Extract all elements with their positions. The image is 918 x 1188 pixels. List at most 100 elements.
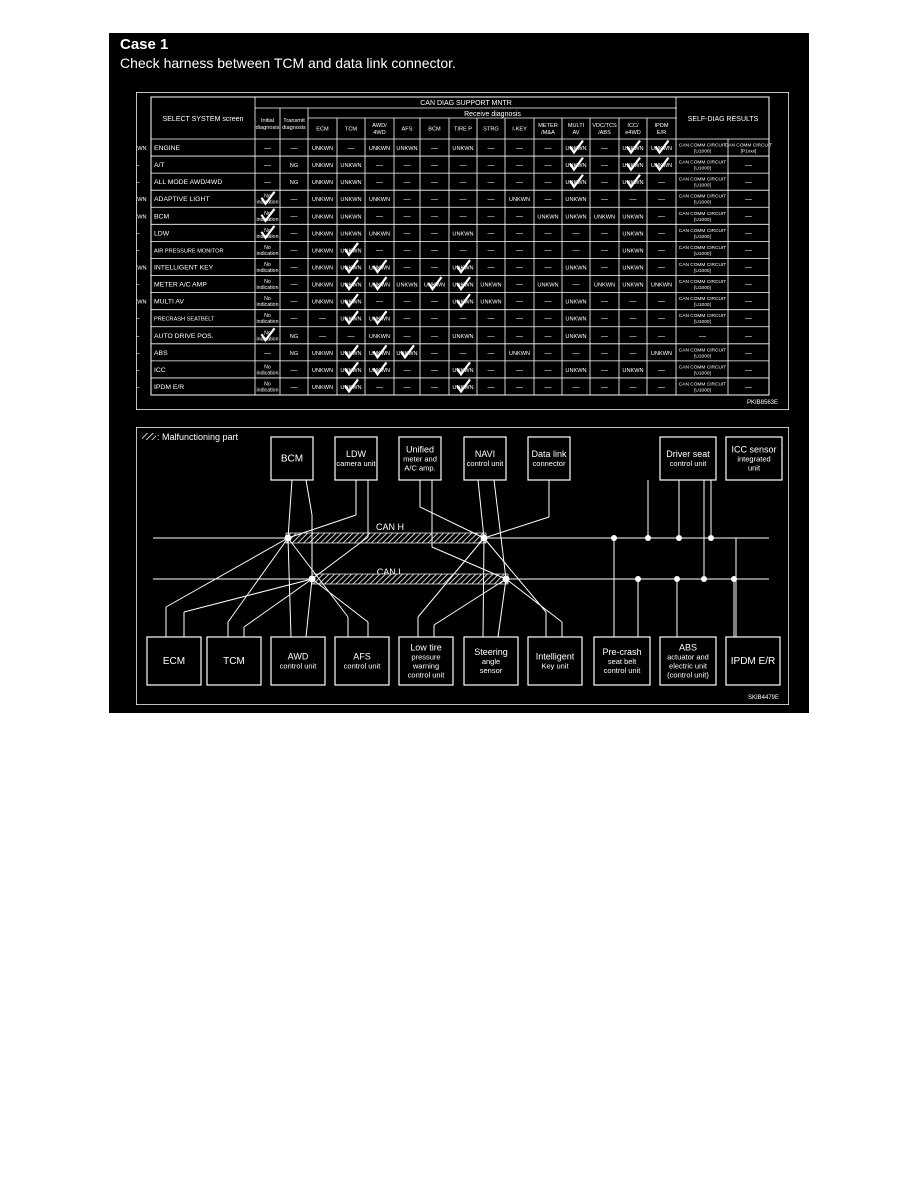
junction-node — [674, 576, 680, 582]
column-header: BCM — [428, 127, 441, 133]
cell-value: — — [488, 196, 495, 203]
check-mark-icon — [654, 139, 670, 155]
cell-value: — — [404, 196, 411, 203]
check-mark-icon — [344, 259, 359, 274]
cell-value: — — [264, 145, 271, 152]
wire — [227, 537, 289, 623]
self-diag-value: CAN COMM CIRCUIT — [679, 279, 727, 285]
self-diag-value: [U1000] — [694, 183, 711, 189]
unit-box-label: IPDM E/R — [731, 656, 775, 667]
unit-box-label: control unit — [670, 459, 708, 468]
cell-value: — — [573, 230, 580, 237]
cell-value: — — [516, 299, 523, 306]
cell-value: — — [376, 299, 383, 306]
self-diag-value: [U1000] — [694, 166, 711, 172]
check-mark-icon — [569, 174, 584, 189]
junction-node — [480, 534, 488, 542]
wire-awd — [287, 537, 292, 638]
cell-value: — — [658, 333, 665, 340]
column-header: IPDM — [655, 123, 669, 129]
cell-value: — — [348, 333, 355, 340]
wire — [417, 537, 485, 618]
wire — [287, 537, 349, 618]
cell-value: — — [573, 282, 580, 289]
unit-box — [398, 636, 454, 686]
cell-value: — — [136, 247, 140, 254]
cell-value: UNKWN — [622, 368, 643, 374]
cell-value: — — [460, 213, 467, 220]
self-diag-value: [U1000] — [694, 285, 711, 291]
cell-value: UNKWN — [565, 334, 586, 340]
cell-value: — — [601, 145, 608, 152]
cell-value: — — [601, 367, 608, 374]
unit-box-label: control unit — [280, 662, 318, 671]
cell-value: — — [601, 162, 608, 169]
malfunction-hatch-can-l — [311, 573, 509, 585]
cell-value: — — [545, 316, 552, 323]
cell-value: UNKWN — [565, 300, 586, 306]
cell-value: — — [376, 162, 383, 169]
cell-value: UNKWN — [312, 163, 333, 169]
unit-box — [527, 636, 583, 686]
cell-value: — — [516, 162, 523, 169]
unit-box-label: TCM — [223, 656, 245, 667]
column-header: STRG — [483, 127, 499, 133]
unit-box-label: connector — [533, 459, 566, 468]
cell-value: — — [291, 145, 298, 152]
cell-value: UNKWN — [136, 197, 147, 203]
cell-value: — — [460, 247, 467, 254]
unit-box-label: electric unit — [669, 662, 708, 671]
cell-value: — — [264, 179, 271, 186]
cell-value: UNKWN — [312, 351, 333, 357]
cell-value: UNKWN — [136, 266, 147, 272]
cell-value: — — [630, 299, 637, 306]
self-diag-value: — — [745, 247, 752, 254]
check-mark-icon — [260, 327, 276, 343]
cell-value: — — [136, 230, 140, 237]
unit-box — [334, 636, 390, 686]
cell-value: UNKWN — [136, 146, 147, 152]
self-diag-value: [U1000] — [694, 302, 711, 308]
unit-box — [593, 636, 651, 686]
unit-box — [398, 436, 442, 481]
unit-box-label: control unit — [604, 666, 642, 675]
self-diag-value: [U1000] — [694, 149, 711, 155]
wire — [165, 537, 289, 608]
row-system-name: IPDM E/R — [154, 384, 184, 391]
row-system-name: ADAPTIVE LIGHT — [154, 196, 210, 203]
check-mark-icon — [372, 276, 388, 291]
unit-box-label: Unified — [406, 445, 434, 455]
junction-node — [502, 575, 510, 583]
unit-box-label: AWD — [288, 652, 309, 662]
cell-value: UNKWN — [537, 214, 558, 220]
check-mark-icon — [344, 242, 359, 257]
row-system-name: ICC — [154, 367, 166, 374]
cell-value: UNKWN — [312, 300, 333, 306]
cell-value: — — [516, 213, 523, 220]
self-diag-value: [P1xxx] — [741, 149, 757, 155]
unit-box — [270, 436, 314, 481]
self-diag-value: [U1000] — [694, 370, 711, 376]
check-mark-icon — [626, 174, 641, 189]
self-diag-value: [U1000] — [694, 268, 711, 274]
unit-box — [206, 636, 262, 686]
row-system-name: ENGINE — [154, 145, 181, 152]
cell-value: — — [658, 247, 665, 254]
wire-bcm-l — [305, 479, 313, 516]
check-mark-icon — [456, 276, 471, 291]
cell-value: UNKWN — [651, 351, 672, 357]
junction-node — [731, 576, 737, 582]
self-diag-value: — — [745, 230, 752, 237]
self-diag-value: CAN COMM CIRCUIT — [679, 177, 727, 183]
cell-value: — — [348, 145, 355, 152]
cell-value: UNKWN — [136, 300, 147, 306]
cell-value: UNKWN — [396, 146, 417, 152]
cell-value: — — [431, 213, 438, 220]
cell-value: — — [488, 162, 495, 169]
cell-value: — — [460, 179, 467, 186]
unit-box-label: seat belt — [608, 657, 637, 666]
cell-value: — — [136, 282, 140, 289]
cell-value: — — [488, 350, 495, 357]
